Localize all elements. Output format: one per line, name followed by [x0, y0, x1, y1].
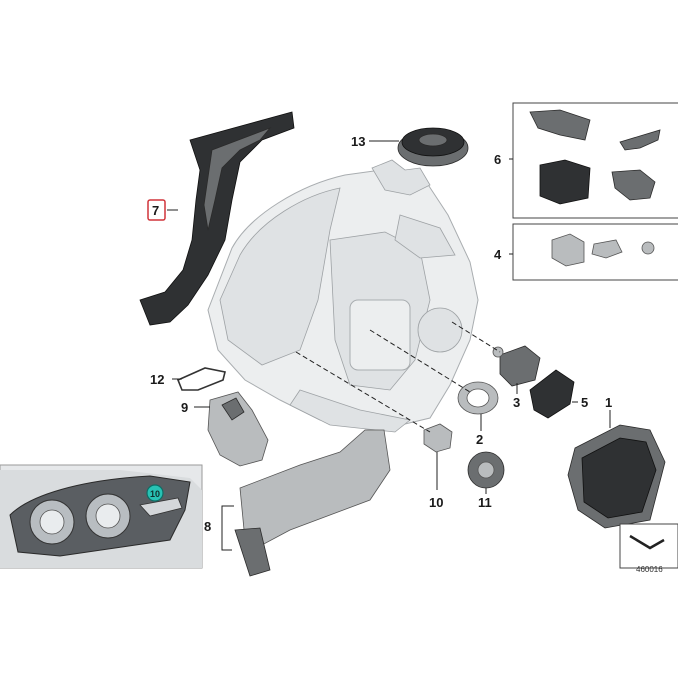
- callout-1: 1: [605, 395, 612, 410]
- callout-11: 11: [478, 495, 492, 510]
- round-cover-part: [467, 451, 505, 489]
- fastener-kit-parts: [551, 233, 655, 267]
- callout-7: 7: [152, 203, 159, 218]
- gasket-ring-part: [176, 367, 226, 391]
- reference-number: 460016: [636, 565, 663, 574]
- callout-4: 4: [494, 247, 502, 262]
- bracket-kit-parts: [529, 109, 661, 205]
- callout-8: 8: [204, 519, 211, 534]
- callout-10: 10: [429, 495, 443, 510]
- cover-cap-part: [397, 127, 469, 167]
- inset-badge-label: 10: [150, 489, 160, 499]
- leader-8: [221, 505, 234, 551]
- reference-mark: 460016: [619, 523, 678, 574]
- callout-6: 6: [494, 152, 501, 167]
- housing-cover-part: [567, 424, 666, 529]
- rear-cap-part: [529, 369, 575, 419]
- bulb-part: [423, 423, 453, 453]
- callout-3: 3: [513, 395, 520, 410]
- callout-7-frame: [147, 199, 166, 221]
- air-duct-part: [234, 429, 391, 577]
- bulb-socket-part: [492, 345, 541, 387]
- adapter-ring-part: [457, 381, 499, 415]
- vehicle-inset-photo: 10: [0, 464, 203, 569]
- control-unit-part: [207, 391, 269, 467]
- inset-highlight-badge: [146, 484, 164, 502]
- callout-12: 12: [150, 372, 164, 387]
- callout-9: 9: [181, 400, 188, 415]
- headlight-housing: [207, 159, 479, 433]
- callout-13: 13: [351, 134, 365, 149]
- dash-line-b: [369, 329, 471, 393]
- dash-line-a: [295, 351, 431, 433]
- dash-line-c: [451, 321, 501, 353]
- callout-5: 5: [581, 395, 588, 410]
- seal-strip-part: [139, 111, 295, 326]
- callout-2: 2: [476, 432, 483, 447]
